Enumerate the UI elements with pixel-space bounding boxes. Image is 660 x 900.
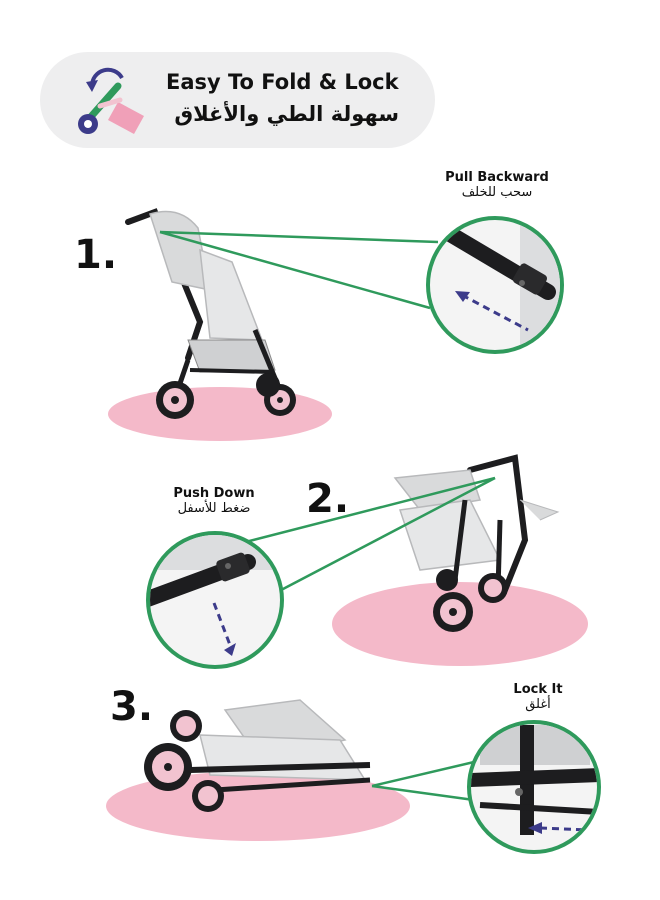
step-3-number: 3. <box>110 684 154 730</box>
step-1-number: 1. <box>74 232 118 278</box>
step-2-zoom-detail <box>146 531 284 669</box>
header-banner: Easy To Fold & Lock سهولة الطي والأغلاق <box>40 52 435 148</box>
step-1-label-arabic: سحب للخلف <box>461 185 533 200</box>
step-1-zoom-detail <box>426 216 564 354</box>
step-2-instruction: Push Down ضغط للأسفل <box>152 486 276 516</box>
step-1-stroller <box>125 208 296 419</box>
step-2-number: 2. <box>306 476 350 522</box>
header-title-english: Easy To Fold & Lock <box>166 70 399 94</box>
header-title-arabic: سهولة الطي والأغلاق <box>174 102 399 126</box>
step-1-floor-pad <box>108 387 332 441</box>
step-3-label-english: Lock It <box>513 682 563 697</box>
step-2-label-arabic: ضغط للأسفل <box>177 501 251 516</box>
fold-lock-icon <box>78 67 144 134</box>
step-3-zoom-detail <box>467 720 601 854</box>
step-3-label-arabic: أغلق <box>525 697 551 712</box>
step-2-label-english: Push Down <box>173 486 255 501</box>
step-3-instruction: Lock It أغلق <box>496 682 580 712</box>
step-3-stroller-folded <box>144 699 371 812</box>
step-1-label-english: Pull Backward <box>445 170 549 185</box>
step-2-stroller <box>393 454 560 632</box>
step-3-floor-pad <box>106 771 410 841</box>
step-1-illustration <box>108 208 564 441</box>
step-3-illustration <box>106 699 601 854</box>
step-2-illustration <box>146 454 588 669</box>
step-1-instruction: Pull Backward سحب للخلف <box>432 170 562 200</box>
